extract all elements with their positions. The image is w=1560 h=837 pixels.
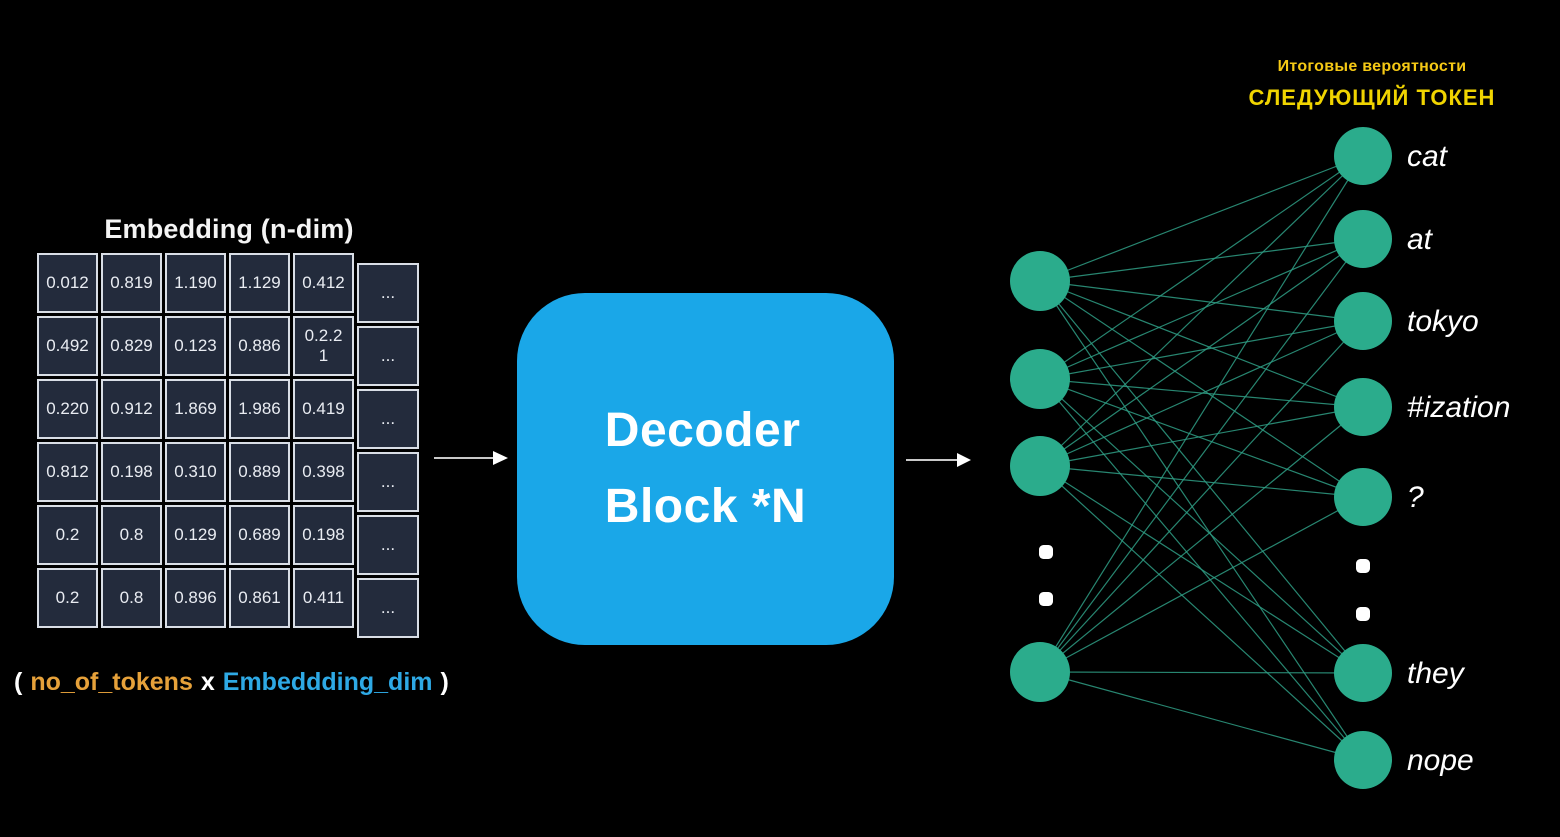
arrow-embedding-to-decoder	[434, 451, 508, 465]
matrix-cell: 0.812	[37, 442, 98, 502]
decoder-block: Decoder Block *N	[517, 293, 894, 645]
output-token-node	[1334, 127, 1392, 185]
matrix-cell: 0.398	[293, 442, 354, 502]
matrix-cell: 0.912	[101, 379, 162, 439]
matrix-ellipsis-cell: ...	[357, 515, 419, 575]
decoder-label-line2: Block *N	[604, 480, 807, 533]
connection-lines	[1039, 155, 1364, 761]
matrix-cell: 0.861	[229, 568, 290, 628]
caption-embedding-dim: Embeddding_dim	[222, 668, 433, 696]
probability-network: cat at tokyo #ization? they nope	[1010, 127, 1510, 789]
matrix-cell: 0.2	[37, 568, 98, 628]
matrix-cell: 0.129	[165, 505, 226, 565]
matrix-cell: 0.2.2 1	[293, 316, 354, 376]
hidden-layer-ellipsis-dot	[1039, 592, 1053, 606]
matrix-cell: 0.198	[101, 442, 162, 502]
matrix-cell: 0.819	[101, 253, 162, 313]
matrix-cell: 0.2	[37, 505, 98, 565]
matrix-ellipsis-cell: ...	[357, 389, 419, 449]
hidden-layer-ellipsis-dot	[1039, 545, 1053, 559]
matrix-ellipsis-cell: ...	[357, 452, 419, 512]
matrix-cell: 0.896	[165, 568, 226, 628]
output-token-label: nope	[1407, 744, 1474, 777]
matrix-cell: 1.986	[229, 379, 290, 439]
header-final-probabilities: Итоговые вероятности	[1277, 58, 1467, 75]
embedding-ellipsis-column: ..................	[357, 263, 419, 638]
caption-times: x	[200, 668, 215, 696]
output-token-label: cat	[1407, 140, 1449, 173]
caption-no-of-tokens: no_of_tokens	[30, 668, 193, 696]
embedding-title: Embedding (n-dim)	[104, 214, 354, 244]
output-token-node	[1334, 210, 1392, 268]
matrix-ellipsis-cell: ...	[357, 326, 419, 386]
matrix-cell: 0.411	[293, 568, 354, 628]
output-layer-ellipsis-dot	[1356, 607, 1370, 621]
matrix-ellipsis-cell: ...	[357, 578, 419, 638]
matrix-cell: 1.129	[229, 253, 290, 313]
matrix-cell: 0.8	[101, 568, 162, 628]
matrix-cell: 1.869	[165, 379, 226, 439]
output-token-node	[1334, 378, 1392, 436]
output-token-label: at	[1407, 223, 1434, 256]
arrow-decoder-to-network	[906, 453, 971, 467]
output-layer-ellipsis-dot	[1356, 559, 1370, 573]
network-header: Итоговые вероятности СЛЕДУЮЩИЙ ТОКЕН	[1182, 58, 1560, 111]
hidden-layer-node	[1010, 642, 1070, 702]
hidden-layer-node	[1010, 251, 1070, 311]
output-token-node	[1334, 292, 1392, 350]
matrix-cell: 0.220	[37, 379, 98, 439]
header-next-token: СЛЕДУЮЩИЙ ТОКЕН	[1248, 85, 1496, 110]
matrix-ellipsis-cell: ...	[357, 263, 419, 323]
decoder-label-line1: Decoder	[604, 404, 801, 457]
output-token-node	[1334, 731, 1392, 789]
matrix-cell: 0.419	[293, 379, 354, 439]
matrix-cell: 0.829	[101, 316, 162, 376]
matrix-cell: 0.492	[37, 316, 98, 376]
matrix-cell: 1.190	[165, 253, 226, 313]
matrix-cell: 0.689	[229, 505, 290, 565]
output-token-label: they	[1407, 657, 1466, 690]
matrix-cell: 0.889	[229, 442, 290, 502]
output-token-node	[1334, 468, 1392, 526]
matrix-cell: 0.012	[37, 253, 98, 313]
caption-open-paren: (	[14, 668, 23, 696]
hidden-layer-node	[1010, 436, 1070, 496]
output-token-node	[1334, 644, 1392, 702]
output-token-label: ?	[1407, 481, 1424, 514]
matrix-cell: 0.198	[293, 505, 354, 565]
caption-close-paren: )	[440, 668, 449, 696]
matrix-cell: 0.123	[165, 316, 226, 376]
hidden-layer-node	[1010, 349, 1070, 409]
matrix-cell: 0.310	[165, 442, 226, 502]
matrix-cell: 0.412	[293, 253, 354, 313]
matrix-cell: 0.8	[101, 505, 162, 565]
matrix-cell: 0.886	[229, 316, 290, 376]
output-token-label: #ization	[1407, 391, 1510, 424]
output-token-label: tokyo	[1407, 305, 1479, 338]
